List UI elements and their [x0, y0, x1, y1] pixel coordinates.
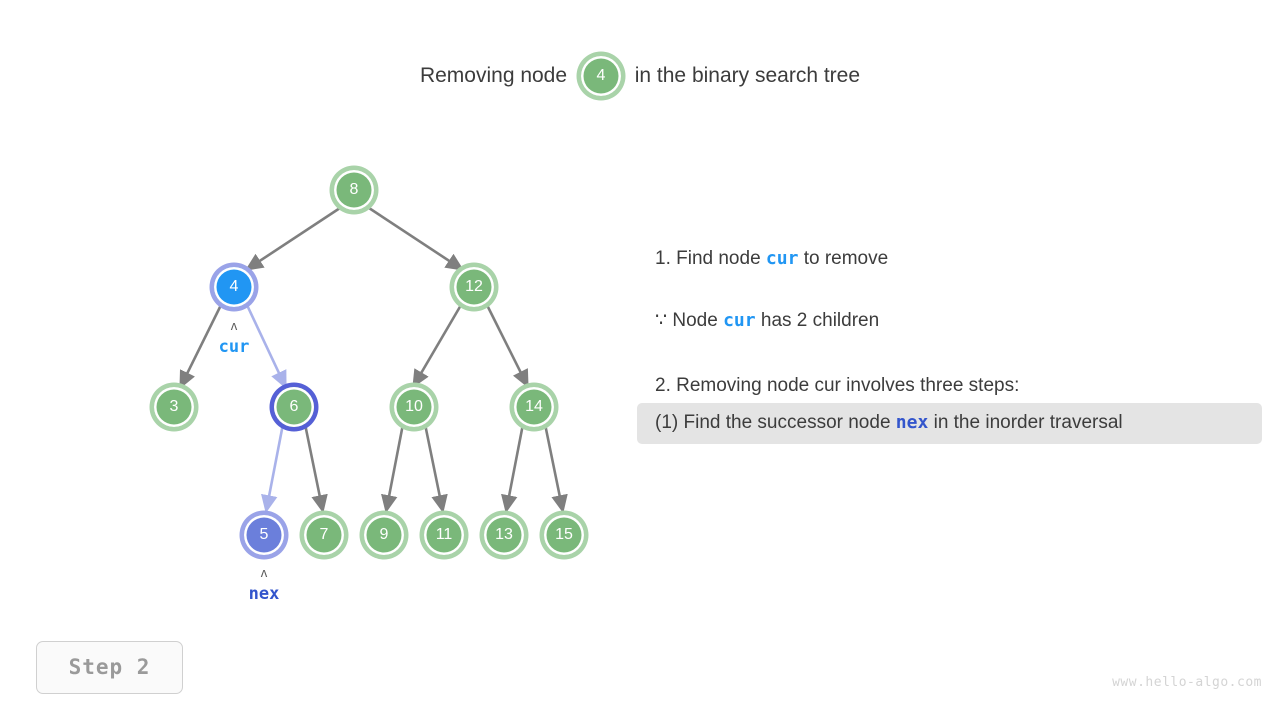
- step-badge: Step 2: [36, 641, 183, 694]
- explanation-line-4-highlighted: (1) Find the successor node nex in the i…: [637, 403, 1262, 444]
- tree-node-6: 6: [274, 387, 314, 427]
- line2-prefix: ∵ Node: [655, 310, 724, 331]
- line1-prefix: 1. Find node: [655, 248, 766, 269]
- tree-node-14: 14: [514, 387, 554, 427]
- tree-node-9: 9: [364, 515, 404, 555]
- line1-suffix: to remove: [798, 248, 889, 269]
- tree-node-12: 12: [454, 267, 494, 307]
- edge-10-11: [423, 423, 448, 514]
- line4-suffix: in the inorder traversal: [928, 412, 1123, 433]
- tree-node-15: 15: [544, 515, 584, 555]
- tree-node-13: 13: [484, 515, 524, 555]
- keyword-nex: nex: [895, 412, 929, 433]
- tree-node-10: 10: [394, 387, 434, 427]
- edge-12-14: [485, 304, 530, 389]
- keyword-cur: cur: [723, 310, 756, 331]
- tree-node-8: 8: [334, 170, 374, 210]
- title-node-badge: 4: [580, 56, 621, 96]
- edge-8-12: [368, 206, 465, 272]
- edge-6-7: [303, 423, 328, 514]
- pointer-caret-cur: ʌ: [230, 318, 238, 333]
- tree-edges: [178, 206, 568, 514]
- edge-12-10: [411, 304, 463, 389]
- explanation-line-1: 1. Find node cur to remove: [637, 246, 1262, 272]
- edge-4-3: [178, 304, 223, 390]
- explanation-panel: 1. Find node cur to remove ∵ Node cur ha…: [637, 246, 1262, 444]
- keyword-cur: cur: [765, 248, 799, 269]
- pointer-label-nex: nex: [248, 584, 280, 604]
- title-prefix: Removing node: [419, 64, 568, 87]
- explanation-line-3: 2. Removing node cur involves three step…: [655, 375, 1020, 396]
- edge-14-13: [501, 423, 525, 514]
- edge-14-15: [543, 423, 568, 514]
- line4-prefix: (1) Find the successor node: [655, 412, 896, 433]
- tree-node-3: 3: [154, 387, 194, 427]
- page-title: Removing node 4 in the binary search tre…: [0, 56, 1280, 96]
- tree-node-4: 4: [214, 267, 254, 307]
- explanation-line-2: ∵ Node cur has 2 children: [637, 308, 1262, 334]
- tree-node-5: 5: [244, 515, 284, 555]
- line2-suffix: has 2 children: [755, 310, 880, 331]
- pointer-label-cur: cur: [218, 337, 250, 357]
- edge-4-6-highlight: [245, 304, 288, 390]
- pointer-caret-nex: ʌ: [260, 565, 268, 580]
- edge-10-9: [381, 423, 405, 514]
- tree-node-11: 11: [424, 515, 464, 555]
- edge-6-5-highlight: [261, 423, 285, 514]
- title-suffix: in the binary search tree: [634, 64, 861, 87]
- watermark: www.hello-algo.com: [1112, 675, 1262, 690]
- edge-8-4: [244, 206, 341, 272]
- tree-node-7: 7: [304, 515, 344, 555]
